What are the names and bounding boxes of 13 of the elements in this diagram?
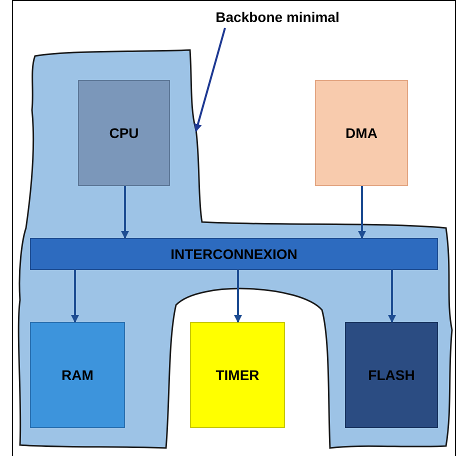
arrow [71, 270, 79, 323]
timer-box: TIMER [190, 322, 285, 428]
dma-box: DMA [315, 80, 408, 186]
ram-box: RAM [30, 322, 125, 428]
arrow [358, 186, 366, 239]
leader-line [194, 28, 226, 132]
arrow [388, 270, 396, 323]
flash-box: FLASH [345, 322, 438, 428]
interconnect-bar: INTERCONNEXION [30, 238, 438, 270]
callout-label: Backbone minimal [185, 6, 370, 28]
cpu-box: CPU [78, 80, 170, 186]
arrow [234, 270, 242, 323]
arrow [121, 186, 129, 239]
